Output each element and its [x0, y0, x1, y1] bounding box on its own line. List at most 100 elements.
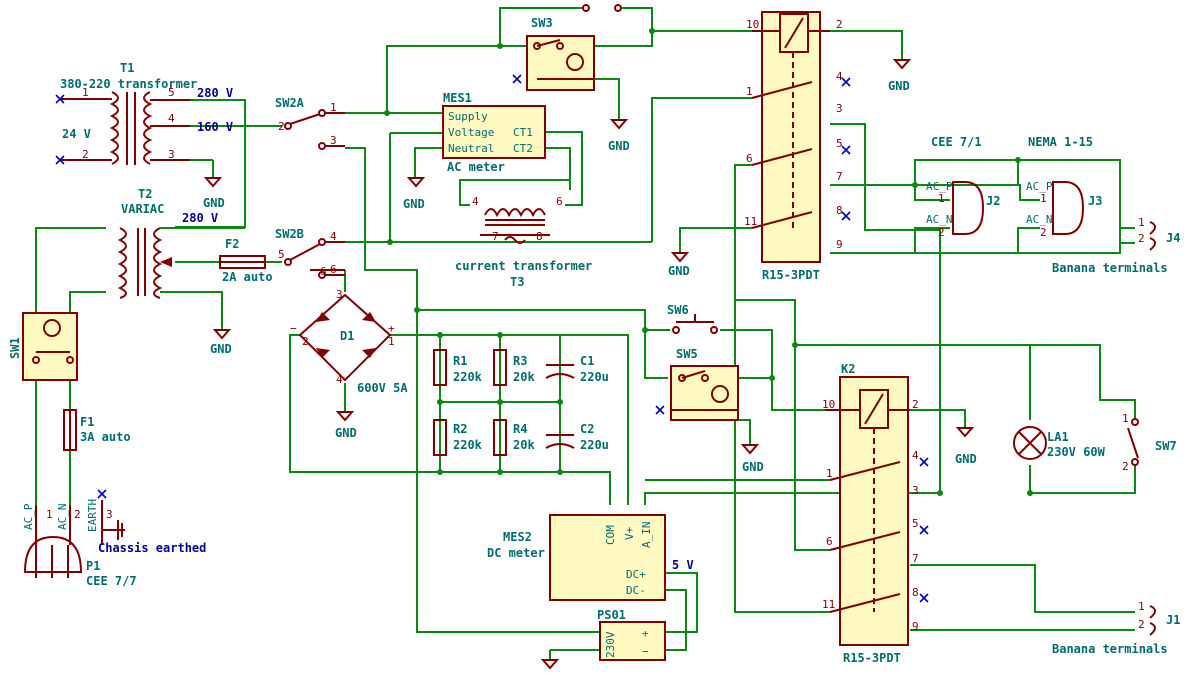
svg-text:GND: GND	[955, 452, 977, 466]
svg-text:3: 3	[912, 484, 919, 497]
svg-text:2: 2	[938, 226, 945, 239]
svg-text:2: 2	[836, 18, 843, 31]
banana-label-top: Banana terminals	[1052, 261, 1168, 275]
mes2-ref: MES2	[503, 530, 532, 544]
svg-text:1: 1	[388, 335, 395, 348]
svg-text:GND: GND	[888, 79, 910, 93]
svg-text:3: 3	[330, 134, 337, 147]
svg-text:4: 4	[336, 373, 343, 386]
svg-text:8: 8	[536, 230, 543, 243]
svg-text:1: 1	[1040, 192, 1047, 205]
cee71-label: CEE 7/1	[931, 135, 982, 149]
svg-text:20k: 20k	[513, 438, 535, 452]
t2-280v: 280 V	[182, 211, 218, 225]
svg-text:R3: R3	[513, 354, 527, 368]
svg-text:20k: 20k	[513, 370, 535, 384]
svg-text:AC_N: AC_N	[1026, 213, 1053, 226]
svg-text:2: 2	[1138, 618, 1145, 631]
switch-sw2[interactable]	[284, 109, 345, 279]
switch-sw5[interactable]	[655, 365, 739, 421]
svg-text:A_IN: A_IN	[640, 522, 653, 549]
svg-text:4: 4	[836, 70, 843, 83]
svg-text:1: 1	[1138, 600, 1145, 613]
relay-k1	[751, 11, 851, 263]
sw1-ref: SW1	[8, 337, 22, 359]
power-supply-ps01	[599, 621, 666, 661]
svg-text:GND: GND	[668, 264, 690, 278]
mes2-value: DC meter	[487, 546, 545, 560]
svg-text:GND: GND	[335, 426, 357, 440]
mes1-value: AC meter	[447, 160, 505, 174]
dc-meter-mes2	[549, 514, 666, 601]
ps01-ref: PS01	[597, 608, 626, 622]
t2-value: VARIAC	[121, 202, 164, 216]
svg-text:CT2: CT2	[513, 142, 533, 155]
svg-text:GND: GND	[203, 196, 225, 210]
switch-sw7[interactable]	[1127, 418, 1139, 466]
socket-j2	[952, 181, 985, 235]
svg-text:4: 4	[330, 230, 337, 243]
svg-text:2: 2	[1040, 226, 1047, 239]
t1-value: 380-220 transformer	[60, 77, 197, 91]
svg-text:8: 8	[912, 586, 919, 599]
transformer-t1	[55, 91, 190, 165]
svg-text:Voltage: Voltage	[448, 126, 494, 139]
svg-text:EARTH: EARTH	[86, 499, 99, 532]
svg-text:1: 1	[938, 192, 945, 205]
j4-ref: J4	[1166, 231, 1180, 245]
j1-ref: J1	[1166, 613, 1180, 627]
sw6-ref: SW6	[667, 303, 689, 317]
sw2b-ref: SW2B	[275, 227, 304, 241]
svg-text:GND: GND	[403, 197, 425, 211]
svg-text:8: 8	[836, 204, 843, 217]
svg-text:1: 1	[82, 86, 89, 99]
svg-text:5: 5	[836, 137, 843, 150]
la1-value: 230V 60W	[1047, 445, 1106, 459]
sw5-ref: SW5	[676, 347, 698, 361]
svg-text:2: 2	[1122, 460, 1129, 473]
banana-j1	[1149, 605, 1156, 636]
junctions	[384, 28, 1033, 496]
t3-ref: T3	[510, 275, 524, 289]
svg-text:1: 1	[826, 467, 833, 480]
t2-ref: T2	[138, 187, 152, 201]
svg-text:1: 1	[330, 101, 337, 114]
f1-ref: F1	[80, 415, 94, 429]
t1-24v: 24 V	[62, 127, 91, 141]
svg-text:AC_N: AC_N	[56, 504, 69, 531]
svg-text:7: 7	[836, 170, 843, 183]
banana-label-bottom: Banana terminals	[1052, 642, 1168, 656]
la1-ref: LA1	[1047, 430, 1069, 444]
switch-sw3[interactable]	[512, 4, 622, 91]
svg-text:+: +	[642, 627, 649, 640]
svg-text:GND: GND	[608, 139, 630, 153]
t1-280v: 280 V	[197, 86, 233, 100]
mes1-ref: MES1	[443, 91, 472, 105]
svg-text:2: 2	[278, 120, 285, 133]
switch-sw1[interactable]	[22, 312, 78, 381]
p1-ref: P1	[86, 559, 100, 573]
f1-value: 3A auto	[80, 430, 131, 444]
j2-ref: J2	[986, 194, 1000, 208]
relay-k2-value: R15-3PDT	[843, 651, 901, 665]
nema-label: NEMA 1-15	[1028, 135, 1093, 149]
svg-text:GND: GND	[742, 460, 764, 474]
sw7-ref: SW7	[1155, 439, 1177, 453]
svg-text:C2: C2	[580, 422, 594, 436]
net-5v: 5 V	[672, 558, 694, 572]
svg-text:V+: V+	[623, 526, 636, 540]
svg-text:4: 4	[168, 112, 175, 125]
svg-text:C1: C1	[580, 354, 594, 368]
svg-text:2: 2	[1138, 232, 1145, 245]
svg-text:10: 10	[822, 398, 835, 411]
svg-text:2: 2	[912, 398, 919, 411]
switch-sw6[interactable]	[672, 314, 718, 334]
svg-text:Neutral: Neutral	[448, 142, 494, 155]
svg-text:2: 2	[74, 508, 81, 521]
t3-value: current transformer	[455, 259, 592, 273]
svg-text:5: 5	[912, 517, 919, 530]
svg-text:1: 1	[1138, 216, 1145, 229]
variac-t2	[117, 227, 172, 299]
svg-text:DC+: DC+	[626, 568, 646, 581]
svg-text:−: −	[642, 645, 649, 658]
